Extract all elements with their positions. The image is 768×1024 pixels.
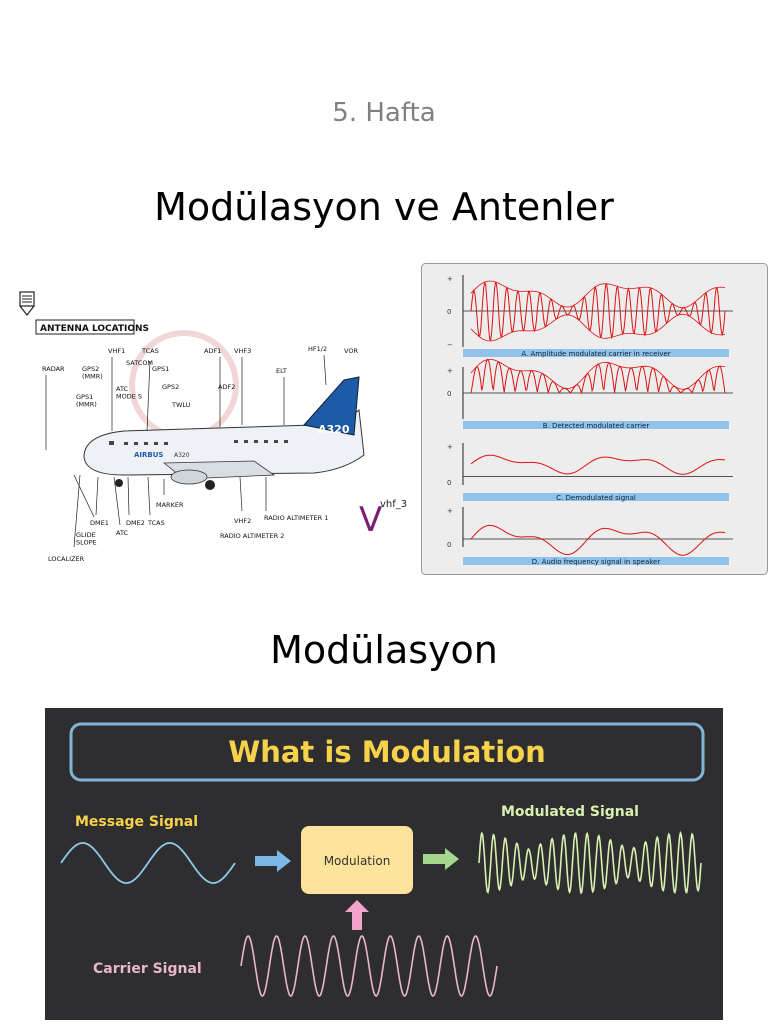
caption-bar — [463, 421, 729, 429]
axis-plus: + — [447, 367, 453, 375]
modulation-diagram: What is Modulation Message Signal Modula… — [45, 708, 723, 1020]
label-radio-alt2: RADIO ALTIMETER 2 — [220, 532, 284, 540]
message-wave — [60, 842, 236, 884]
am-signal-trace — [470, 281, 726, 342]
label-adf2: ADF2 — [218, 383, 235, 391]
antenna-locations-figure: ANTENNA LOCATIONS A320 AIRBUS A320 — [14, 285, 414, 575]
am-panel-2: +0 B. Detected modulated carrier — [447, 358, 733, 430]
label-dme2: DME2 — [126, 519, 145, 527]
diagram-title: What is Modulation — [228, 735, 546, 769]
am-panel-3: +0 C. Demodulated signal — [447, 443, 733, 502]
modulation-block — [301, 826, 413, 894]
caption-bar — [463, 557, 729, 565]
label-dme1: DME1 — [90, 519, 109, 527]
label-satcom: SATCOM — [126, 359, 153, 367]
modulation-block-label: Modulation — [324, 854, 391, 868]
label-localizer: LOCALIZER — [48, 555, 85, 563]
label-vhf3: VHF3 — [234, 347, 251, 355]
section-title: Modülasyon — [270, 628, 498, 672]
arrow-right-icon — [423, 848, 459, 870]
am-panel-caption: C. Demodulated signal — [556, 494, 636, 502]
am-envelope — [470, 280, 726, 309]
tail-mark: A320 — [318, 423, 350, 436]
label-radio-alt1: RADIO ALTIMETER 1 — [264, 514, 328, 522]
axis-plus: + — [447, 507, 453, 515]
label-hf12: HF1/2 — [308, 345, 327, 353]
arrow-up-icon — [345, 900, 369, 930]
fuselage-brand: AIRBUS — [134, 451, 163, 459]
label-vor: VOR — [344, 347, 358, 355]
axis-plus: + — [447, 275, 453, 283]
antenna-heading: ANTENNA LOCATIONS — [40, 324, 149, 334]
am-panel-4: +0 D. Audio frequency signal in speaker — [447, 507, 733, 566]
page-title: Modülasyon ve Antenler — [154, 185, 614, 229]
title-frame — [69, 722, 705, 782]
axis-zero: 0 — [447, 308, 451, 316]
am-envelope — [470, 313, 726, 342]
notepad-icon — [19, 291, 35, 316]
am-panel-1: +0 − A. Amplitude modulated carrier in rec… — [447, 275, 733, 358]
axis-plus: + — [447, 443, 453, 451]
am-panel-caption: D. Audio frequency signal in speaker — [532, 558, 661, 566]
am-envelope — [470, 359, 726, 390]
modulated-wave — [478, 831, 702, 895]
label-elt: ELT — [276, 367, 287, 375]
vhf-superscript: vhf_3 — [380, 499, 407, 510]
arrow-right-icon — [255, 850, 291, 872]
label-adf1: ADF1 — [204, 347, 221, 355]
label-vhf1: VHF1 — [108, 347, 125, 355]
label-radar: RADAR — [42, 365, 65, 373]
label-vhf2: VHF2 — [234, 517, 251, 525]
modulated-signal-label: Modulated Signal — [501, 804, 639, 820]
am-panel-caption: B. Detected modulated carrier — [543, 422, 650, 430]
am-panel-caption: A. Amplitude modulated carrier in receiv… — [521, 350, 670, 358]
carrier-wave — [240, 935, 498, 997]
am-signal-trace — [470, 524, 726, 556]
axis-zero: 0 — [447, 541, 451, 549]
fuselage-model: A320 — [174, 452, 190, 459]
label-atc: ATC — [116, 529, 129, 537]
vhf-symbol: V — [359, 500, 382, 540]
axis-zero: 0 — [447, 390, 451, 398]
week-label: 5. Hafta — [332, 98, 436, 128]
label-gps2: GPS2 — [162, 383, 179, 391]
label-twlu: TWLU — [171, 401, 191, 409]
am-signal-trace — [470, 454, 726, 475]
label-gps2-mmr: GPS2(MMR) — [82, 365, 103, 380]
label-gps1: GPS1 — [152, 365, 169, 373]
message-signal-label: Message Signal — [75, 814, 198, 830]
label-marker: MARKER — [156, 501, 184, 509]
label-gps1-mmr: GPS1(MMR) — [76, 393, 97, 408]
am-demodulation-figure: +0 − A. Amplitude modulated carrier in rec… — [421, 263, 768, 575]
caption-bar — [463, 349, 729, 357]
axis-zero: 0 — [447, 479, 451, 487]
caption-bar — [463, 493, 729, 501]
axis-minus: − — [447, 341, 453, 349]
label-tcas-top: TCAS — [141, 347, 159, 355]
label-tcas-bottom: TCAS — [147, 519, 165, 527]
carrier-signal-label: Carrier Signal — [93, 961, 202, 977]
